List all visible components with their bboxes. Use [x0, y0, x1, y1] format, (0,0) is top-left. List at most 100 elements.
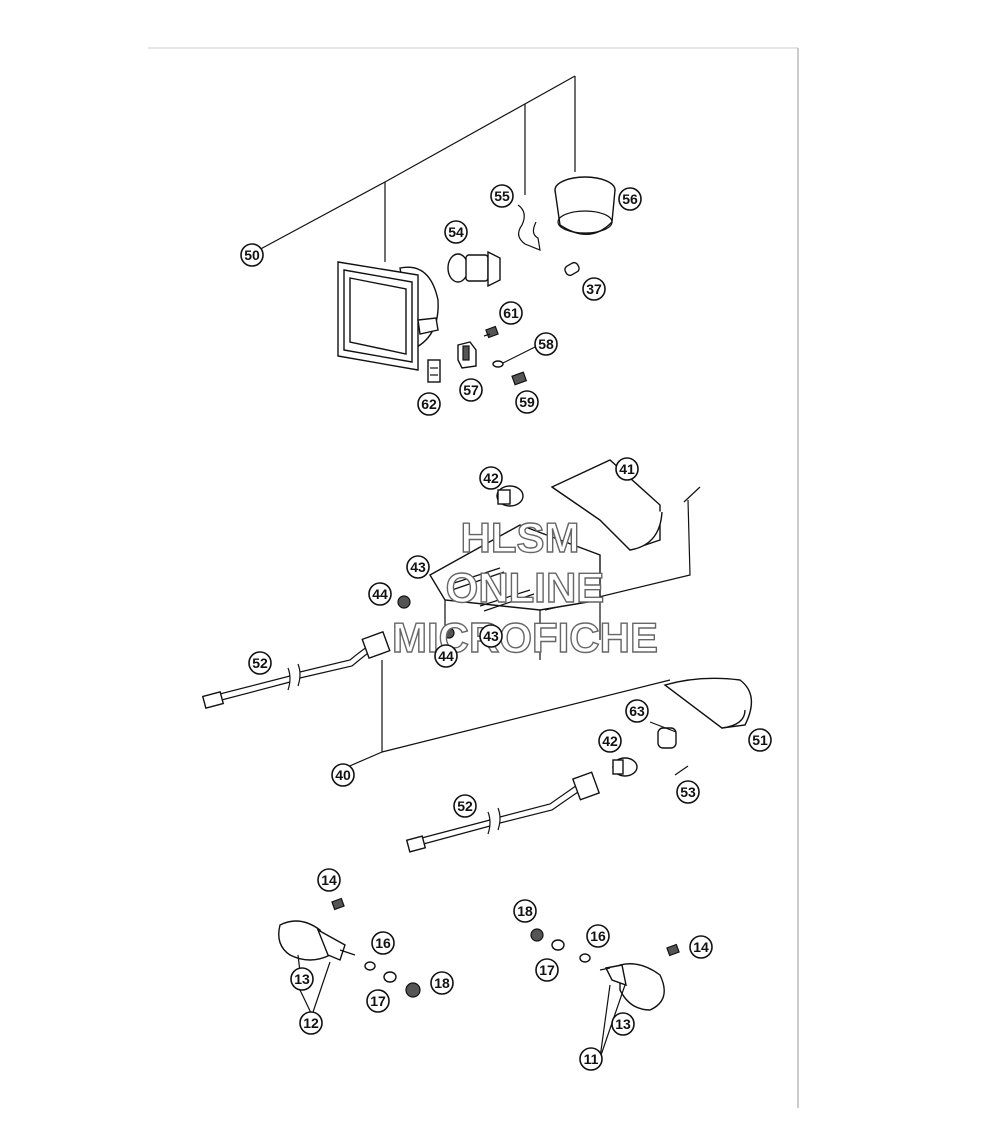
callout: 18 [430, 971, 454, 995]
stud-upper [447, 567, 505, 591]
watermark-line3: MICROFICHE [392, 614, 658, 661]
callout: 56 [618, 187, 642, 211]
clamp-62 [427, 359, 441, 383]
watermark-line2: ONLINE [446, 564, 605, 611]
screw-59 [511, 371, 528, 386]
callout: 44 [434, 644, 458, 668]
svg-text:16: 16 [590, 928, 606, 944]
svg-text:52: 52 [252, 655, 268, 671]
svg-text:13: 13 [294, 971, 310, 987]
svg-text:40: 40 [335, 767, 351, 783]
callout: 53 [676, 780, 700, 804]
svg-text:18: 18 [434, 975, 450, 991]
callout: 52 [453, 794, 477, 818]
callout: 37 [582, 277, 606, 301]
headlight-bulb [447, 250, 501, 288]
svg-text:63: 63 [629, 703, 645, 719]
svg-text:12: 12 [303, 1015, 319, 1031]
callout: 14 [317, 868, 341, 892]
svg-text:53: 53 [680, 784, 696, 800]
svg-text:43: 43 [410, 559, 426, 575]
callout: 41 [615, 457, 639, 481]
turn-signal-left [278, 897, 421, 1016]
callout: 43 [479, 624, 503, 648]
nut-lower [443, 627, 455, 639]
callout: 59 [515, 390, 539, 414]
license-light-group [405, 677, 753, 853]
svg-text:18: 18 [517, 903, 533, 919]
callout: 44 [368, 582, 392, 606]
callout: 52 [248, 651, 272, 675]
watermark-line1: HLSM [461, 514, 580, 561]
bulb-clip [517, 204, 541, 251]
callout: 54 [444, 220, 468, 244]
callout: 42 [479, 466, 503, 490]
tail-base [429, 524, 601, 660]
callout: 12 [299, 1011, 323, 1035]
svg-text:44: 44 [438, 648, 454, 664]
callout: 13 [611, 1012, 635, 1036]
callout: 13 [290, 967, 314, 991]
callout: 40 [331, 763, 355, 787]
svg-text:57: 57 [463, 382, 479, 398]
tail-lens [550, 459, 663, 551]
svg-text:16: 16 [375, 935, 391, 951]
screw-61 [483, 325, 499, 339]
svg-text:59: 59 [519, 394, 535, 410]
svg-text:14: 14 [693, 939, 709, 955]
nut-upper [397, 595, 411, 609]
stud-lower [479, 589, 535, 612]
watermark: HLSM ONLINE MICROFICHE [391, 513, 658, 661]
svg-text:52: 52 [457, 798, 473, 814]
callout: 63 [625, 699, 649, 723]
tail-bulb [496, 485, 524, 507]
headlight-housing [337, 261, 439, 371]
callout: 17 [535, 958, 559, 982]
headlight-group [254, 75, 616, 386]
svg-text:14: 14 [321, 872, 337, 888]
svg-text:42: 42 [483, 470, 499, 486]
svg-text:42: 42 [602, 733, 618, 749]
callout: 50 [240, 243, 264, 267]
bracket-63 [649, 721, 677, 749]
callout: 51 [748, 728, 772, 752]
callout: 17 [366, 989, 390, 1013]
callout-list: 50 55 56 54 37 61 58 57 59 62 41 42 43 4… [240, 184, 772, 1071]
tail-wiring-harness [201, 630, 391, 709]
license-lens [663, 677, 753, 729]
svg-text:51: 51 [752, 732, 768, 748]
callout: 43 [406, 555, 430, 579]
license-bulb [612, 757, 638, 777]
callout: 14 [689, 935, 713, 959]
screw-53 [674, 765, 689, 776]
license-wiring-harness [405, 771, 601, 853]
svg-text:54: 54 [448, 224, 464, 240]
callout: 42 [598, 729, 622, 753]
svg-text:44: 44 [372, 586, 388, 602]
dust-cover-ring [554, 176, 616, 235]
svg-text:17: 17 [539, 962, 555, 978]
bracket-57 [457, 341, 477, 369]
svg-text:17: 17 [370, 993, 386, 1009]
svg-text:37: 37 [586, 281, 602, 297]
svg-text:50: 50 [244, 247, 260, 263]
svg-text:43: 43 [483, 628, 499, 644]
callout: 61 [499, 301, 523, 325]
callout: 16 [371, 931, 395, 955]
callout: 16 [586, 924, 610, 948]
callout: 11 [579, 1047, 603, 1071]
callout: 55 [490, 184, 514, 208]
turn-signal-right [530, 928, 680, 1059]
svg-text:58: 58 [538, 336, 554, 352]
svg-text:11: 11 [584, 1051, 599, 1067]
callout: 58 [534, 332, 558, 356]
callout: 18 [513, 899, 537, 923]
svg-text:62: 62 [421, 396, 437, 412]
parking-bulb [564, 261, 580, 277]
svg-text:13: 13 [615, 1016, 631, 1032]
washer-58 [492, 360, 504, 368]
svg-text:55: 55 [494, 188, 510, 204]
svg-text:61: 61 [503, 305, 519, 321]
taillight-group [201, 459, 701, 769]
